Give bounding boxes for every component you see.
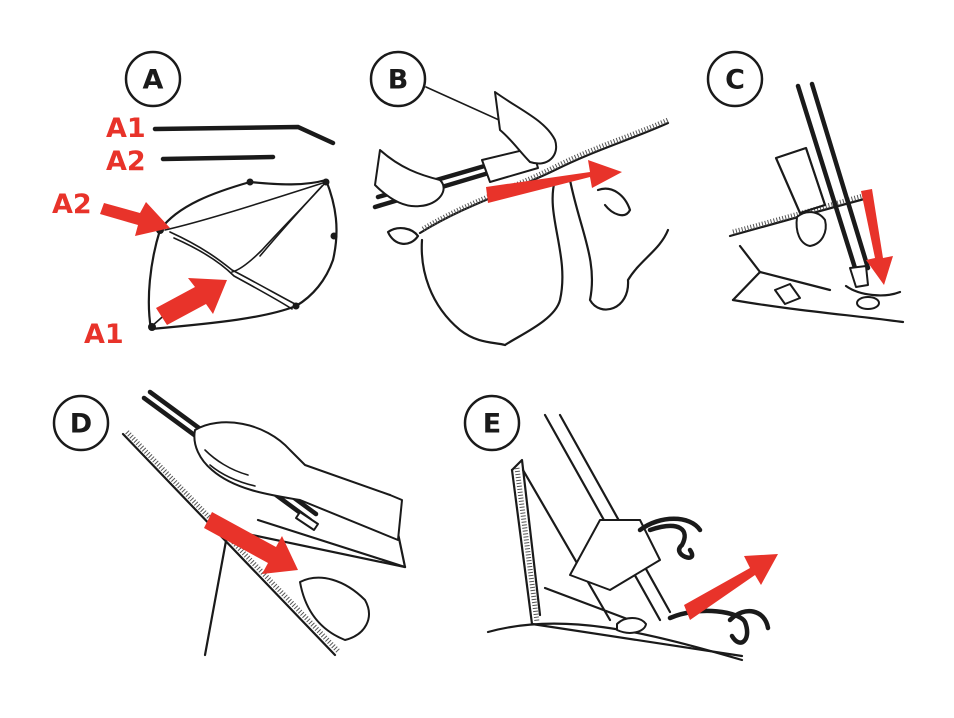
step-e-letter: E	[483, 409, 501, 440]
arrow-d	[204, 512, 298, 574]
straps-e	[640, 519, 768, 643]
step-c-badge: C	[708, 52, 762, 106]
panel-c: C	[708, 52, 903, 322]
label-a1-bottom: A1	[84, 319, 124, 350]
step-e-badge: E	[465, 396, 519, 450]
arrow-a1	[156, 278, 227, 325]
panel-b: B	[371, 52, 668, 345]
label-a2-left: A2	[52, 189, 92, 220]
pole-a2	[163, 157, 273, 159]
step-a-badge: A	[126, 52, 180, 106]
step-a-letter: A	[143, 65, 164, 96]
step-b-badge: B	[371, 52, 425, 106]
pole-c	[798, 84, 868, 287]
tent-side-sketch	[488, 415, 742, 660]
pole-a1	[155, 127, 333, 143]
step-c-letter: C	[725, 65, 745, 96]
arrow-e	[684, 554, 778, 620]
panel-e: E	[465, 396, 778, 660]
step-d-badge: D	[54, 396, 108, 450]
step-d-letter: D	[70, 409, 92, 440]
label-a2-top: A2	[106, 146, 146, 177]
panel-d: D	[54, 392, 405, 655]
pole-and-hand-d	[144, 392, 402, 540]
step-b-letter: B	[388, 65, 409, 96]
label-a1-top: A1	[106, 113, 146, 144]
panel-a: A A1 A2 A2 A1	[52, 52, 338, 350]
